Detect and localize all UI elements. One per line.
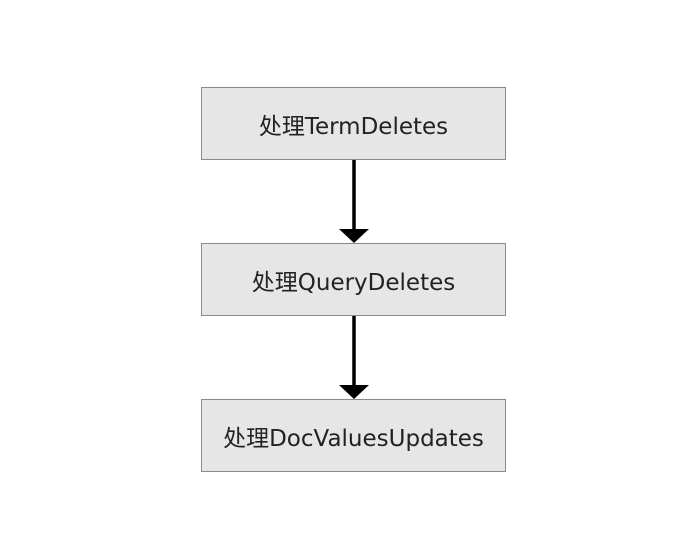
step-label-query-deletes: 处理QueryDeletes <box>251 269 456 296</box>
arrow-1-to-2 <box>339 160 369 243</box>
step-box-docvalues-updates: 处理DocValuesUpdates <box>201 399 506 472</box>
step-box-term-deletes: 处理TermDeletes <box>201 87 506 160</box>
step-box-query-deletes: 处理QueryDeletes <box>201 243 506 316</box>
step-label-docvalues-updates: 处理DocValuesUpdates <box>223 425 484 452</box>
step-label-term-deletes: 处理TermDeletes <box>258 113 449 140</box>
arrow-2-to-3 <box>339 316 369 399</box>
